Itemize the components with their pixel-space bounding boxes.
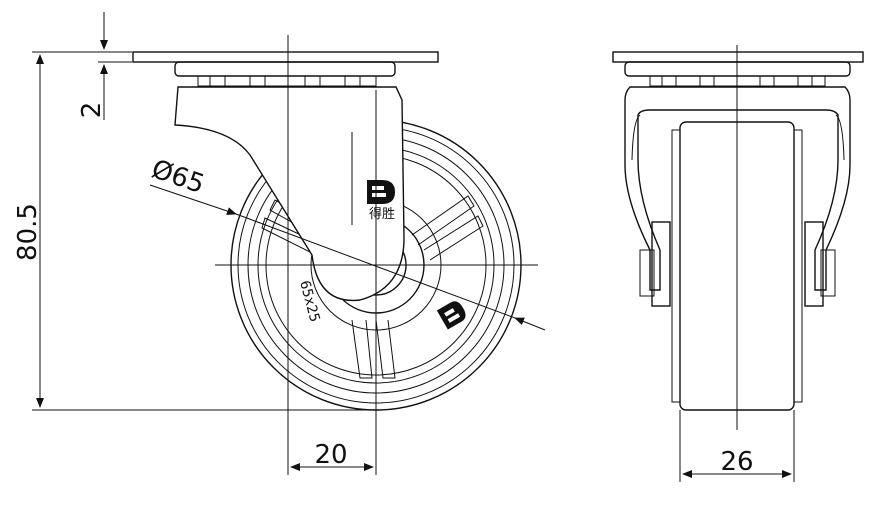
dim-plate-thickness: 2: [77, 12, 132, 120]
dim-offset: 20: [290, 440, 374, 471]
dim-height-total-label: 80.5: [13, 203, 43, 261]
dim-wheel-width: 26: [679, 410, 795, 482]
dim-wheel-width-label: 26: [720, 447, 753, 477]
right-axle-nut: [804, 221, 824, 307]
front-top-plate: [612, 51, 864, 63]
wheel-logo-icon: [436, 301, 466, 330]
front-view: [612, 45, 864, 430]
top-plate: [132, 51, 439, 63]
dim-offset-label: 20: [314, 440, 347, 470]
dim-wheel-diameter-label: Ø65: [148, 154, 208, 200]
bearing-row: [197, 75, 377, 87]
dim-height-total: 80.5: [13, 51, 376, 411]
brand-logo: 得胜: [367, 180, 395, 222]
wheel-marking: 65x25: [296, 279, 322, 324]
dim-plate-thickness-label: 2: [77, 102, 107, 119]
brand-name: 得胜: [369, 206, 395, 222]
left-axle-nut: [651, 221, 671, 307]
front-fork: [624, 86, 851, 291]
brand-logo-icon: [367, 180, 395, 204]
side-view: 得胜 65x25: [132, 35, 538, 475]
fork-bracket: [174, 86, 405, 302]
